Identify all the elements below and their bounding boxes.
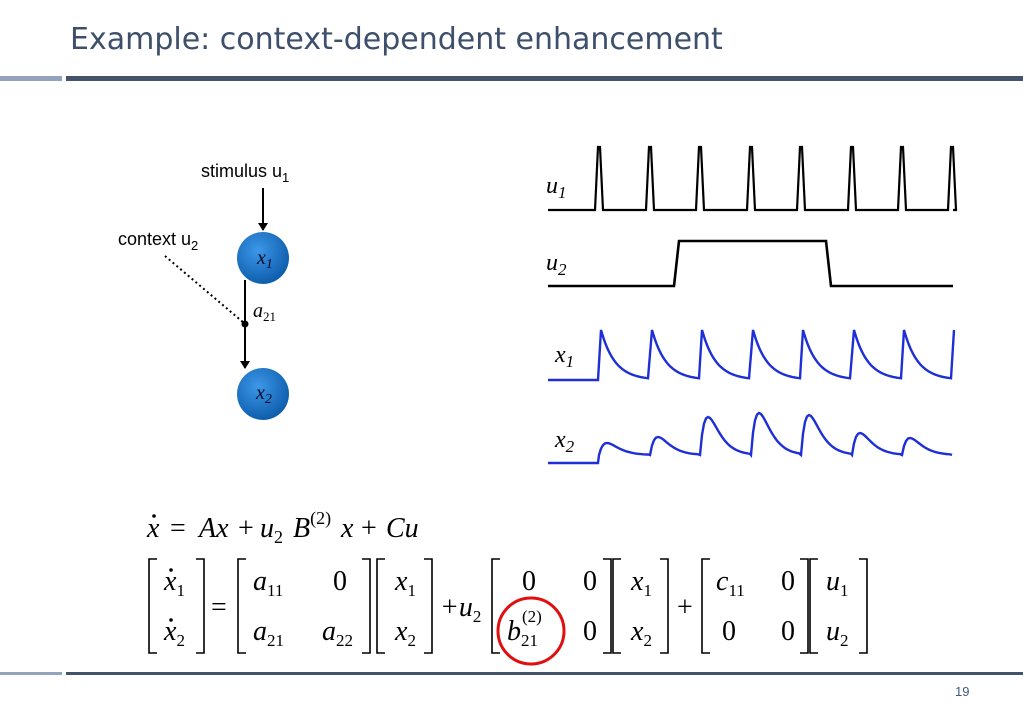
eq2-a22: a22 bbox=[322, 616, 353, 650]
edge-label-a21: a21 bbox=[253, 300, 276, 324]
bracket-C-close bbox=[800, 558, 809, 654]
context-dotted-line bbox=[164, 255, 245, 324]
top-bar-left bbox=[0, 76, 62, 81]
node-x1-label: x1 bbox=[256, 247, 273, 272]
trace-x2 bbox=[548, 411, 953, 465]
eq1-xdot: x bbox=[146, 513, 160, 544]
trace-u2-label: u2 bbox=[546, 250, 567, 279]
bracket-xvec1-open bbox=[376, 558, 385, 654]
equation-matrix: x1 x2 = a11 0 a21 a22 x1 x2 +u2 0 0 b21(… bbox=[148, 558, 868, 666]
eq1-plus2: + bbox=[361, 513, 377, 544]
trace-x1 bbox=[548, 329, 956, 382]
eq2-xvec1-r2: x2 bbox=[394, 616, 416, 650]
eq2-xvec2-r1: x1 bbox=[630, 566, 652, 600]
eq2-c22: 0 bbox=[781, 616, 795, 647]
eq1-u2: u2 bbox=[260, 513, 283, 547]
trace-x2-label: x2 bbox=[554, 427, 575, 456]
equation-compact: x = Ax + u2 B(2) x + Cu bbox=[146, 508, 419, 547]
bottom-bar-right bbox=[66, 672, 1023, 675]
eq1-Cu: Cu bbox=[386, 513, 419, 544]
eq1-dot bbox=[152, 514, 156, 518]
eq2-plus: + bbox=[677, 592, 693, 623]
eq1-B2: B(2) bbox=[293, 508, 331, 544]
stimulus-label: stimulus u1 bbox=[201, 161, 289, 185]
bracket-xvec2-close bbox=[660, 558, 669, 654]
eq2-xvec2-r2: x2 bbox=[630, 616, 652, 650]
bottom-bar-left bbox=[0, 672, 62, 675]
eq2-lhs-r1: x1 bbox=[163, 566, 185, 600]
bracket-uvec-close bbox=[859, 558, 868, 654]
modulation-point bbox=[241, 320, 249, 328]
eq2-a21: a21 bbox=[253, 616, 284, 650]
bracket-lhs-open bbox=[148, 558, 157, 654]
eq2-equals: = bbox=[211, 592, 227, 623]
network-diagram: stimulus u1 context u2 x1 a21 x2 bbox=[118, 161, 289, 420]
eq1-Ax: Ax bbox=[197, 513, 229, 544]
eq2-xvec1-r1: x1 bbox=[394, 566, 416, 600]
bracket-A-close bbox=[362, 558, 371, 654]
eq2-b12: 0 bbox=[583, 566, 597, 597]
trace-u2 bbox=[548, 239, 953, 288]
top-bar-right bbox=[66, 76, 1023, 81]
eq1-plus1: + bbox=[238, 513, 254, 544]
eq2-a12: 0 bbox=[333, 566, 347, 597]
matrix-brackets bbox=[148, 558, 868, 654]
highlight-circle-b21 bbox=[496, 596, 566, 666]
bracket-B-close bbox=[603, 558, 612, 654]
bracket-lhs-close bbox=[196, 558, 205, 654]
node-x1 bbox=[237, 232, 289, 284]
time-traces: u1 u2 x1 x2 bbox=[546, 145, 958, 465]
node-x2-label: x2 bbox=[255, 382, 272, 407]
eq2-lhs-dot2 bbox=[169, 618, 173, 622]
slide-title: Example: context-dependent enhancement bbox=[70, 22, 723, 57]
bracket-xvec1-close bbox=[424, 558, 433, 654]
eq2-plus-u2: +u2 bbox=[440, 592, 481, 626]
bracket-A-open bbox=[237, 558, 246, 654]
eq1-x: x bbox=[340, 513, 354, 544]
eq2-c21: 0 bbox=[722, 616, 736, 647]
eq2-b11: 0 bbox=[522, 566, 536, 597]
eq2-c11: c11 bbox=[716, 566, 745, 600]
trace-u1-label: u1 bbox=[546, 173, 567, 202]
eq2-c12: 0 bbox=[781, 566, 795, 597]
eq2-lhs-r2: x2 bbox=[163, 616, 185, 650]
eq2-uvec-r2: u2 bbox=[826, 616, 849, 650]
eq2-b21: b21(2) bbox=[507, 607, 542, 650]
eq2-b22: 0 bbox=[583, 616, 597, 647]
trace-u1 bbox=[548, 145, 958, 212]
bracket-C-open bbox=[701, 558, 710, 654]
eq2-a11: a11 bbox=[253, 566, 283, 600]
eq2-uvec-r1: u1 bbox=[826, 566, 849, 600]
eq2-lhs-dot1 bbox=[169, 568, 173, 572]
page-number: 19 bbox=[955, 684, 970, 699]
bracket-uvec-open bbox=[809, 558, 818, 654]
context-label: context u2 bbox=[118, 229, 198, 253]
bracket-xvec2-open bbox=[612, 558, 621, 654]
eq1-equals: = bbox=[170, 513, 186, 544]
bracket-B-open bbox=[491, 558, 500, 654]
node-x2 bbox=[237, 368, 289, 420]
trace-x1-label: x1 bbox=[554, 342, 574, 371]
